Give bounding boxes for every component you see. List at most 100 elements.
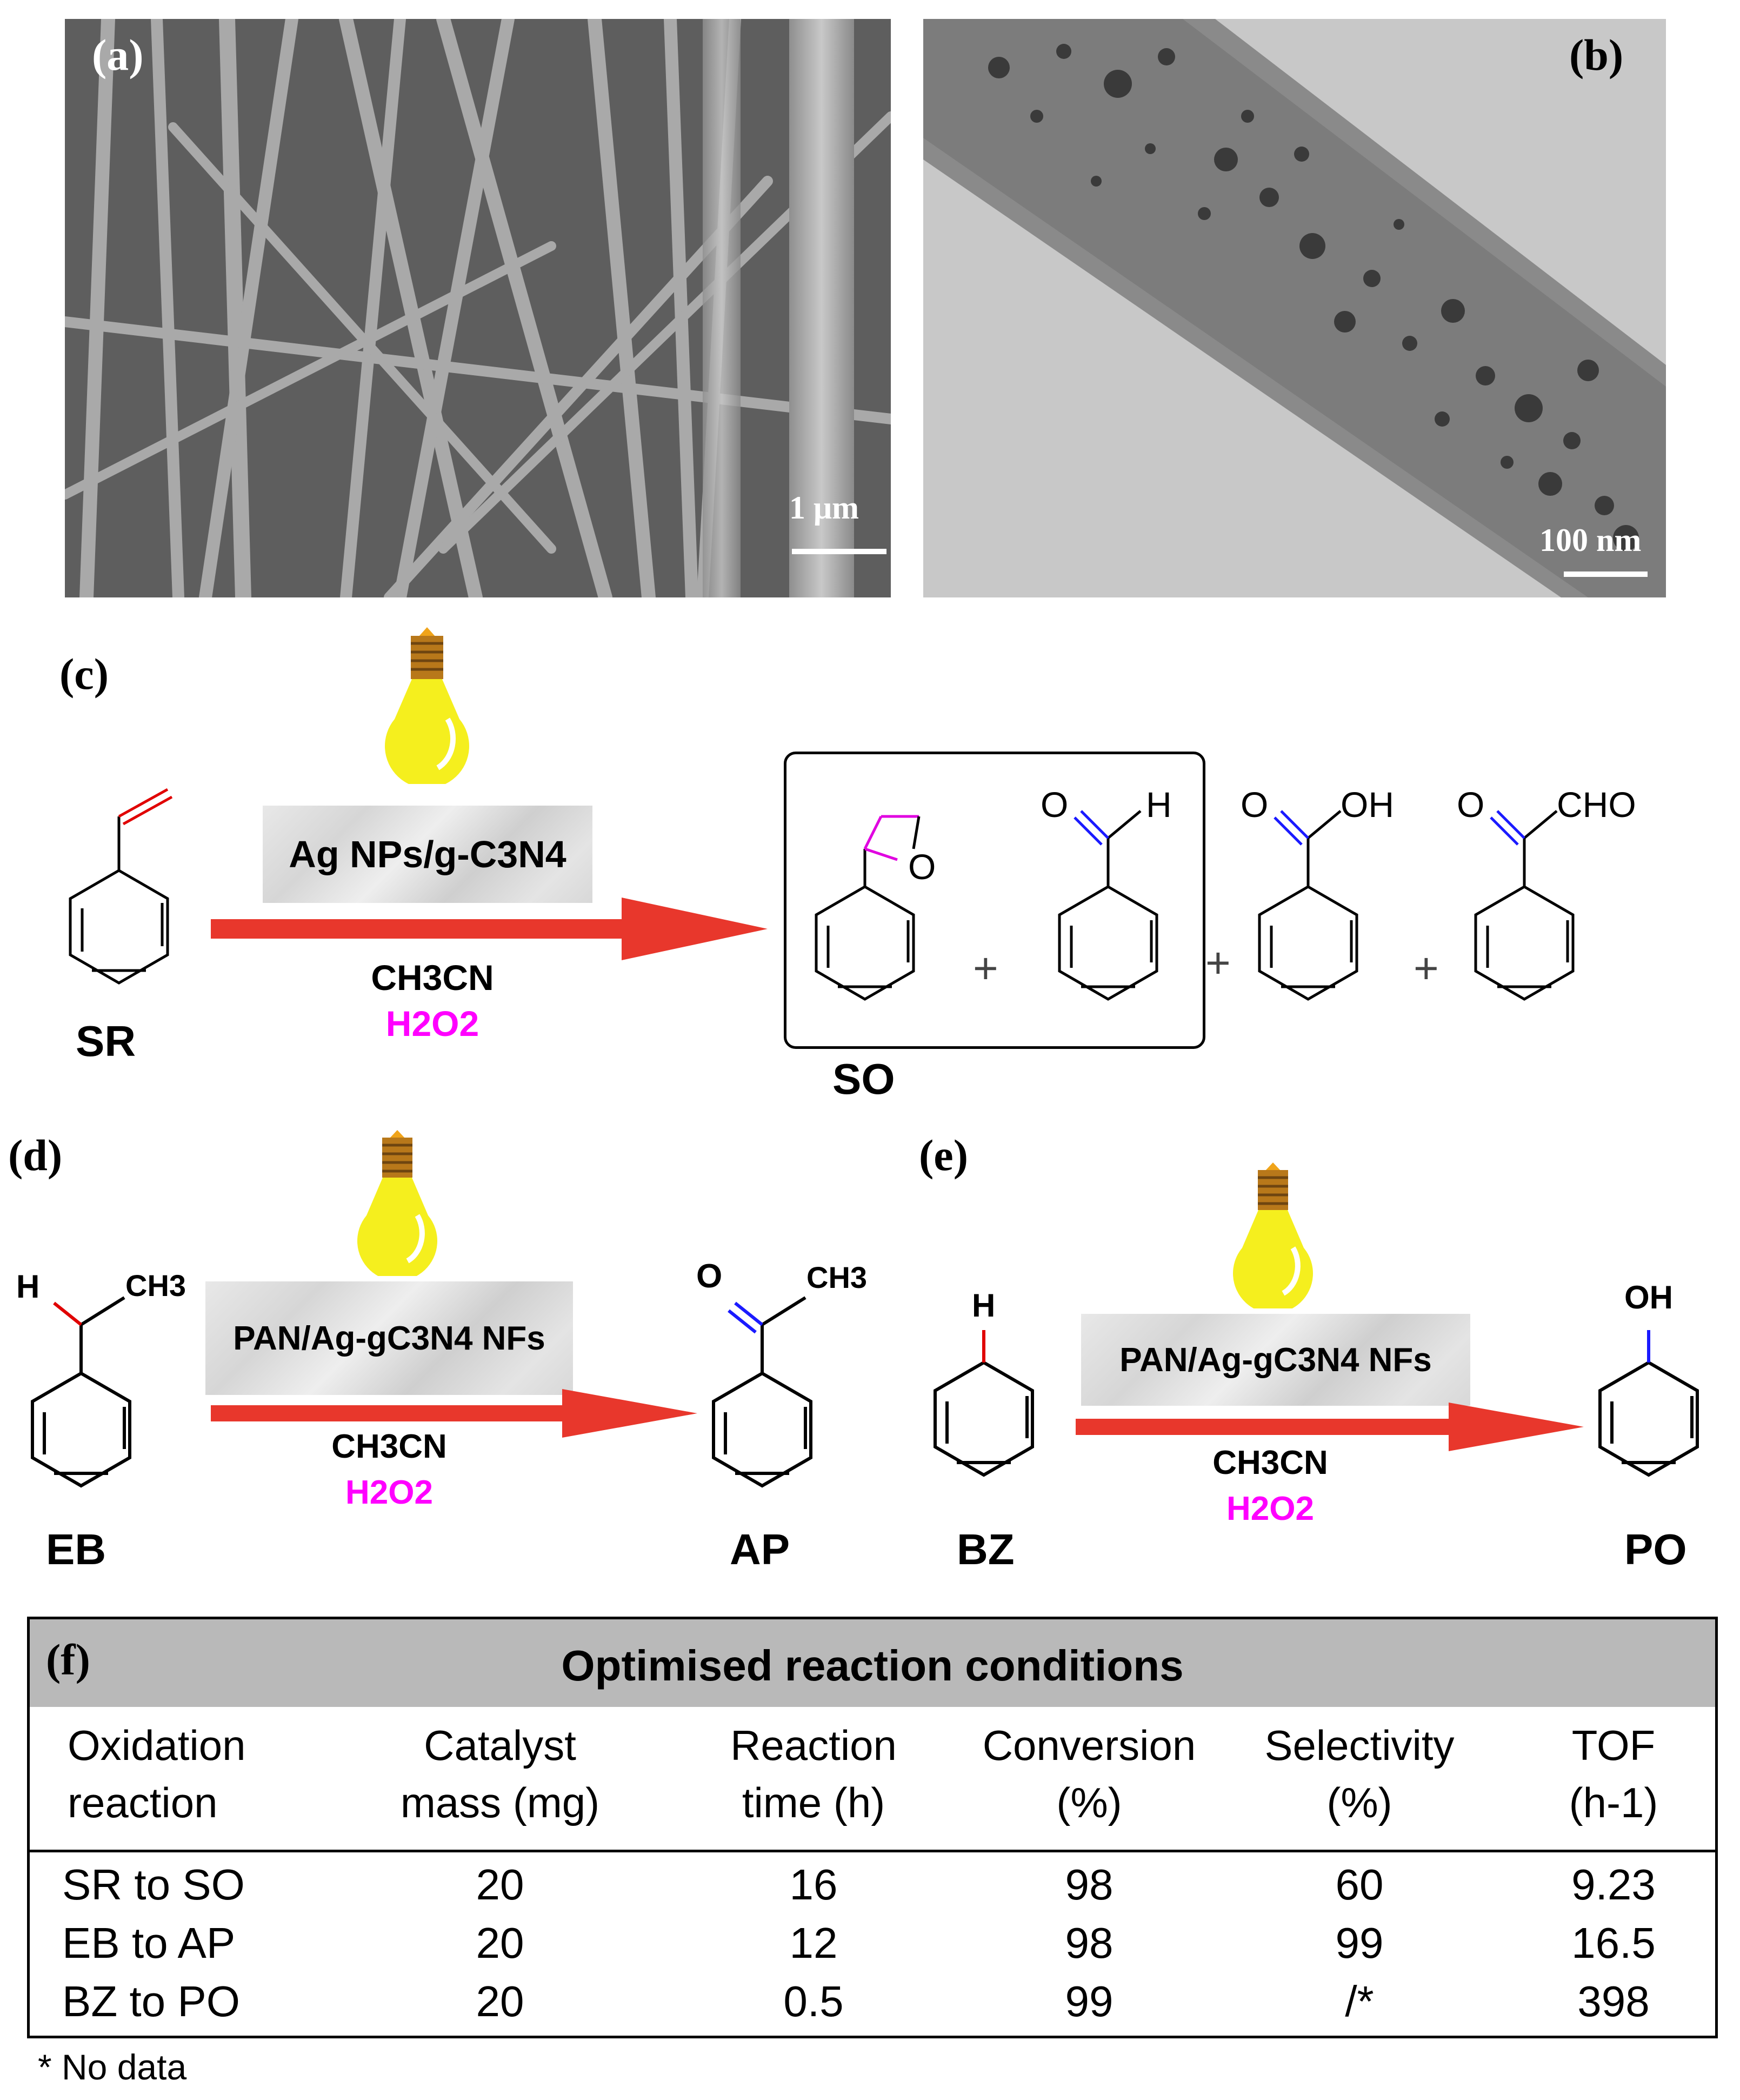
column-header: TOF (h-1)	[1451, 1717, 1740, 1831]
plus-sign: +	[973, 944, 998, 992]
catalyst-label-c: Ag NPs/g-C3N4	[263, 806, 592, 903]
catalyst-label-d: PAN/Ag-gC3N4 NFs	[205, 1281, 573, 1395]
catalyst-text-d: PAN/Ag-gC3N4 NFs	[233, 1319, 545, 1357]
table-cell: BZ to PO	[62, 1977, 240, 2025]
benzaldehyde-structure	[1058, 810, 1158, 1001]
column-header-line: time (h)	[742, 1779, 885, 1826]
column-header-line: Conversion	[982, 1722, 1196, 1769]
product-box-c	[784, 752, 1205, 1049]
column-header: Conversion (%)	[927, 1717, 1251, 1831]
table-cell: 99	[1065, 1977, 1114, 2025]
reaction-arrow-d	[211, 1389, 697, 1438]
table-cell: 16.5	[1571, 1919, 1656, 1967]
scale-bar-a	[792, 549, 886, 554]
acid-o: O	[1241, 785, 1269, 825]
panel-b-label: (b)	[1569, 30, 1624, 79]
table-header-band	[30, 1619, 1715, 1707]
oxidant-e: H2O2	[1226, 1490, 1314, 1527]
acid-oh: OH	[1341, 785, 1394, 825]
styrene-oxide-structure	[815, 815, 921, 1001]
table-cell: 98	[1065, 1919, 1114, 1967]
table-cell: 16	[789, 1860, 838, 1909]
catalyst-text-c: Ag NPs/g-C3N4	[289, 833, 566, 875]
column-header-line: Oxidation	[68, 1722, 246, 1769]
plus-sign: +	[1414, 944, 1439, 992]
ap-o: O	[696, 1258, 723, 1295]
table-cell: 60	[1335, 1860, 1384, 1909]
column-header: Oxidation reaction	[68, 1717, 392, 1831]
light-bulb-icon	[385, 627, 469, 784]
panel-e-label: (e)	[919, 1131, 969, 1180]
ap-ch3: CH3	[806, 1260, 868, 1294]
column-header-line: (%)	[1056, 1779, 1122, 1826]
table-cell: 0.5	[783, 1977, 844, 2025]
table-cell: SR to SO	[62, 1860, 245, 1909]
phenylglyoxal-structure	[1474, 810, 1575, 1001]
panel-c-label: (c)	[59, 649, 109, 699]
reactant-label-c: SR	[76, 1017, 136, 1065]
tem-fiber-graphic	[923, 19, 1666, 597]
ethylbenzene-structure	[31, 1296, 131, 1488]
table-cell: 20	[476, 1977, 524, 2025]
eb-h: H	[16, 1268, 40, 1305]
table-cell: 20	[476, 1860, 524, 1909]
light-bulb-icon	[357, 1130, 437, 1276]
table-cell: 398	[1577, 1977, 1650, 2025]
column-header-line: reaction	[68, 1779, 218, 1826]
product-label-so: SO	[832, 1055, 895, 1103]
benzene-structure	[934, 1330, 1034, 1477]
catalyst-text-e: PAN/Ag-gC3N4 NFs	[1119, 1341, 1432, 1379]
eb-ch3: CH3	[125, 1268, 186, 1302]
reactant-label-eb: EB	[46, 1525, 106, 1573]
reaction-arrow-e	[1076, 1403, 1584, 1451]
column-header: Selectivity(%)	[1197, 1717, 1522, 1831]
column-header-line: Reaction	[730, 1722, 897, 1769]
catalyst-label-e: PAN/Ag-gC3N4 NFs	[1081, 1314, 1470, 1406]
tem-image-panel-b: (b) 100 nm	[923, 19, 1666, 597]
scale-label-a: 1 μm	[789, 490, 859, 526]
table-cell: EB to AP	[62, 1919, 236, 1967]
table-title: Optimised reaction conditions	[561, 1642, 1184, 1690]
scale-bar-b	[1564, 571, 1648, 577]
table-row: SR to SO 20 16 98 60 9.23	[30, 1860, 1715, 1914]
oxygen-label-epoxide: O	[908, 847, 936, 887]
oxidant-d: H2O2	[345, 1474, 433, 1511]
bz-h: H	[972, 1287, 996, 1324]
column-header-line: TOF	[1571, 1722, 1656, 1769]
styrene-structure	[69, 788, 173, 985]
column-header-line: (h-1)	[1569, 1779, 1658, 1826]
product-label-po: PO	[1624, 1525, 1687, 1573]
phenol-structure	[1598, 1330, 1699, 1477]
table-cell: 98	[1065, 1860, 1114, 1909]
table-cell: 12	[789, 1919, 838, 1967]
table-row: EB to AP 20 12 98 99 16.5	[30, 1918, 1715, 1972]
glyoxal-cho: CHO	[1557, 785, 1636, 825]
panel-a-label: (a)	[92, 30, 144, 79]
sem-fibers-graphic	[65, 19, 891, 597]
solvent-e: CH3CN	[1212, 1444, 1328, 1481]
reaction-arrow-c	[211, 898, 768, 960]
panel-d-label: (d)	[8, 1131, 63, 1180]
oxidant-c: H2O2	[385, 1004, 479, 1044]
light-bulb-icon	[1233, 1162, 1313, 1308]
product-label-ap: AP	[730, 1525, 790, 1573]
reactant-label-bz: BZ	[957, 1525, 1015, 1573]
plus-sign: +	[1205, 939, 1231, 987]
column-header: Reaction time (h)	[651, 1717, 976, 1831]
aldehyde-h: H	[1146, 785, 1172, 825]
po-oh: OH	[1624, 1279, 1673, 1315]
solvent-d: CH3CN	[331, 1428, 447, 1465]
header-divider	[30, 1850, 1715, 1852]
benzoic-acid-structure	[1258, 810, 1358, 1001]
acetophenone-structure	[712, 1296, 812, 1488]
table-cell: 99	[1335, 1919, 1384, 1967]
table-cell: 20	[476, 1919, 524, 1967]
scale-label-b: 100 nm	[1539, 522, 1642, 558]
glyoxal-o: O	[1457, 785, 1485, 825]
table-cell: 9.23	[1571, 1860, 1656, 1909]
column-header-line: Selectivity	[1264, 1722, 1455, 1769]
solvent-c: CH3CN	[371, 958, 494, 998]
